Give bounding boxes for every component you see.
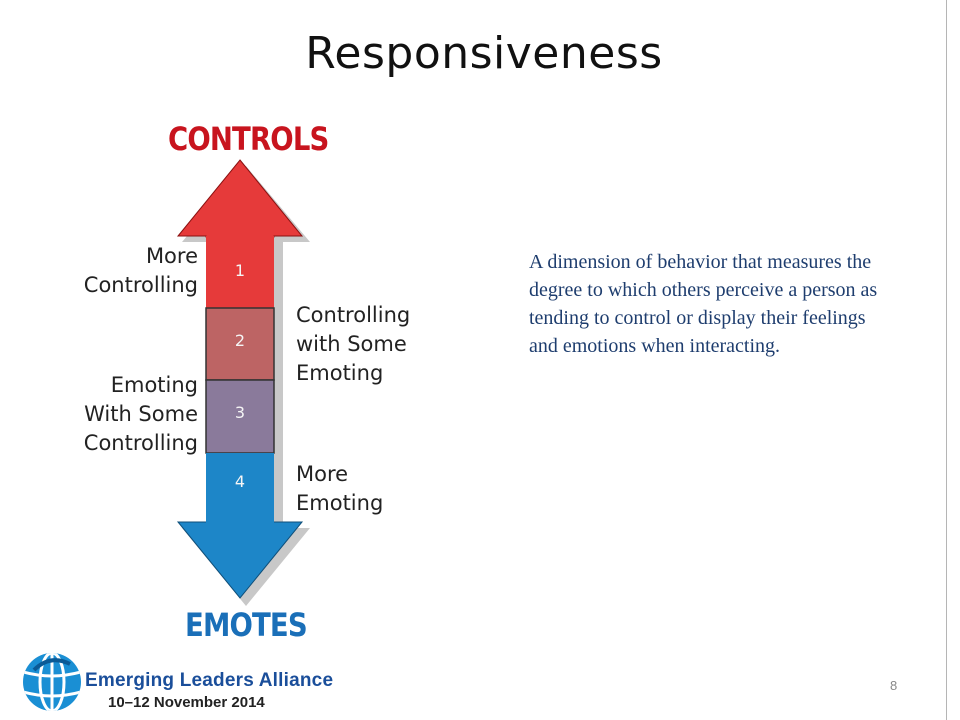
controls-label: CONTROLS bbox=[168, 120, 329, 158]
label-line: Emoting bbox=[110, 373, 198, 397]
segment-3-number: 3 bbox=[235, 403, 245, 422]
logo-name: Emerging Leaders Alliance bbox=[85, 670, 334, 691]
slide-number: 8 bbox=[890, 678, 898, 693]
segment-4 bbox=[206, 453, 274, 523]
arrow-head-top bbox=[176, 159, 304, 238]
globe-icon bbox=[23, 653, 81, 711]
label-line: More bbox=[145, 244, 198, 268]
segment-1 bbox=[206, 236, 274, 308]
label-line: Emoting bbox=[296, 361, 384, 385]
label-controlling-with-some-emoting: Controlling with Some Emoting bbox=[296, 301, 476, 388]
label-line: Controlling bbox=[296, 303, 411, 327]
label-emoting-with-some-controlling: Emoting With Some Controlling bbox=[40, 371, 198, 458]
label-line: Controlling bbox=[83, 273, 198, 297]
page-title: Responsiveness bbox=[305, 28, 663, 79]
definition-text: A dimension of behavior that measures th… bbox=[529, 251, 878, 357]
segment-4-number: 4 bbox=[235, 472, 245, 491]
label-line: With Some bbox=[84, 402, 198, 426]
label-line: More bbox=[296, 462, 349, 486]
segment-2 bbox=[205, 307, 275, 381]
logo-date: 10–12 November 2014 bbox=[108, 694, 265, 711]
label-line: Controlling bbox=[83, 431, 198, 455]
label-line: with Some bbox=[296, 332, 407, 356]
label-more-emoting: More Emoting bbox=[296, 460, 476, 518]
segment-1-number: 1 bbox=[235, 261, 245, 280]
label-more-controlling: More Controlling bbox=[40, 242, 198, 300]
slide-border bbox=[946, 0, 947, 720]
emotes-label: EMOTES bbox=[185, 606, 308, 644]
segment-2-number: 2 bbox=[235, 331, 245, 350]
label-line: Emoting bbox=[296, 491, 384, 515]
